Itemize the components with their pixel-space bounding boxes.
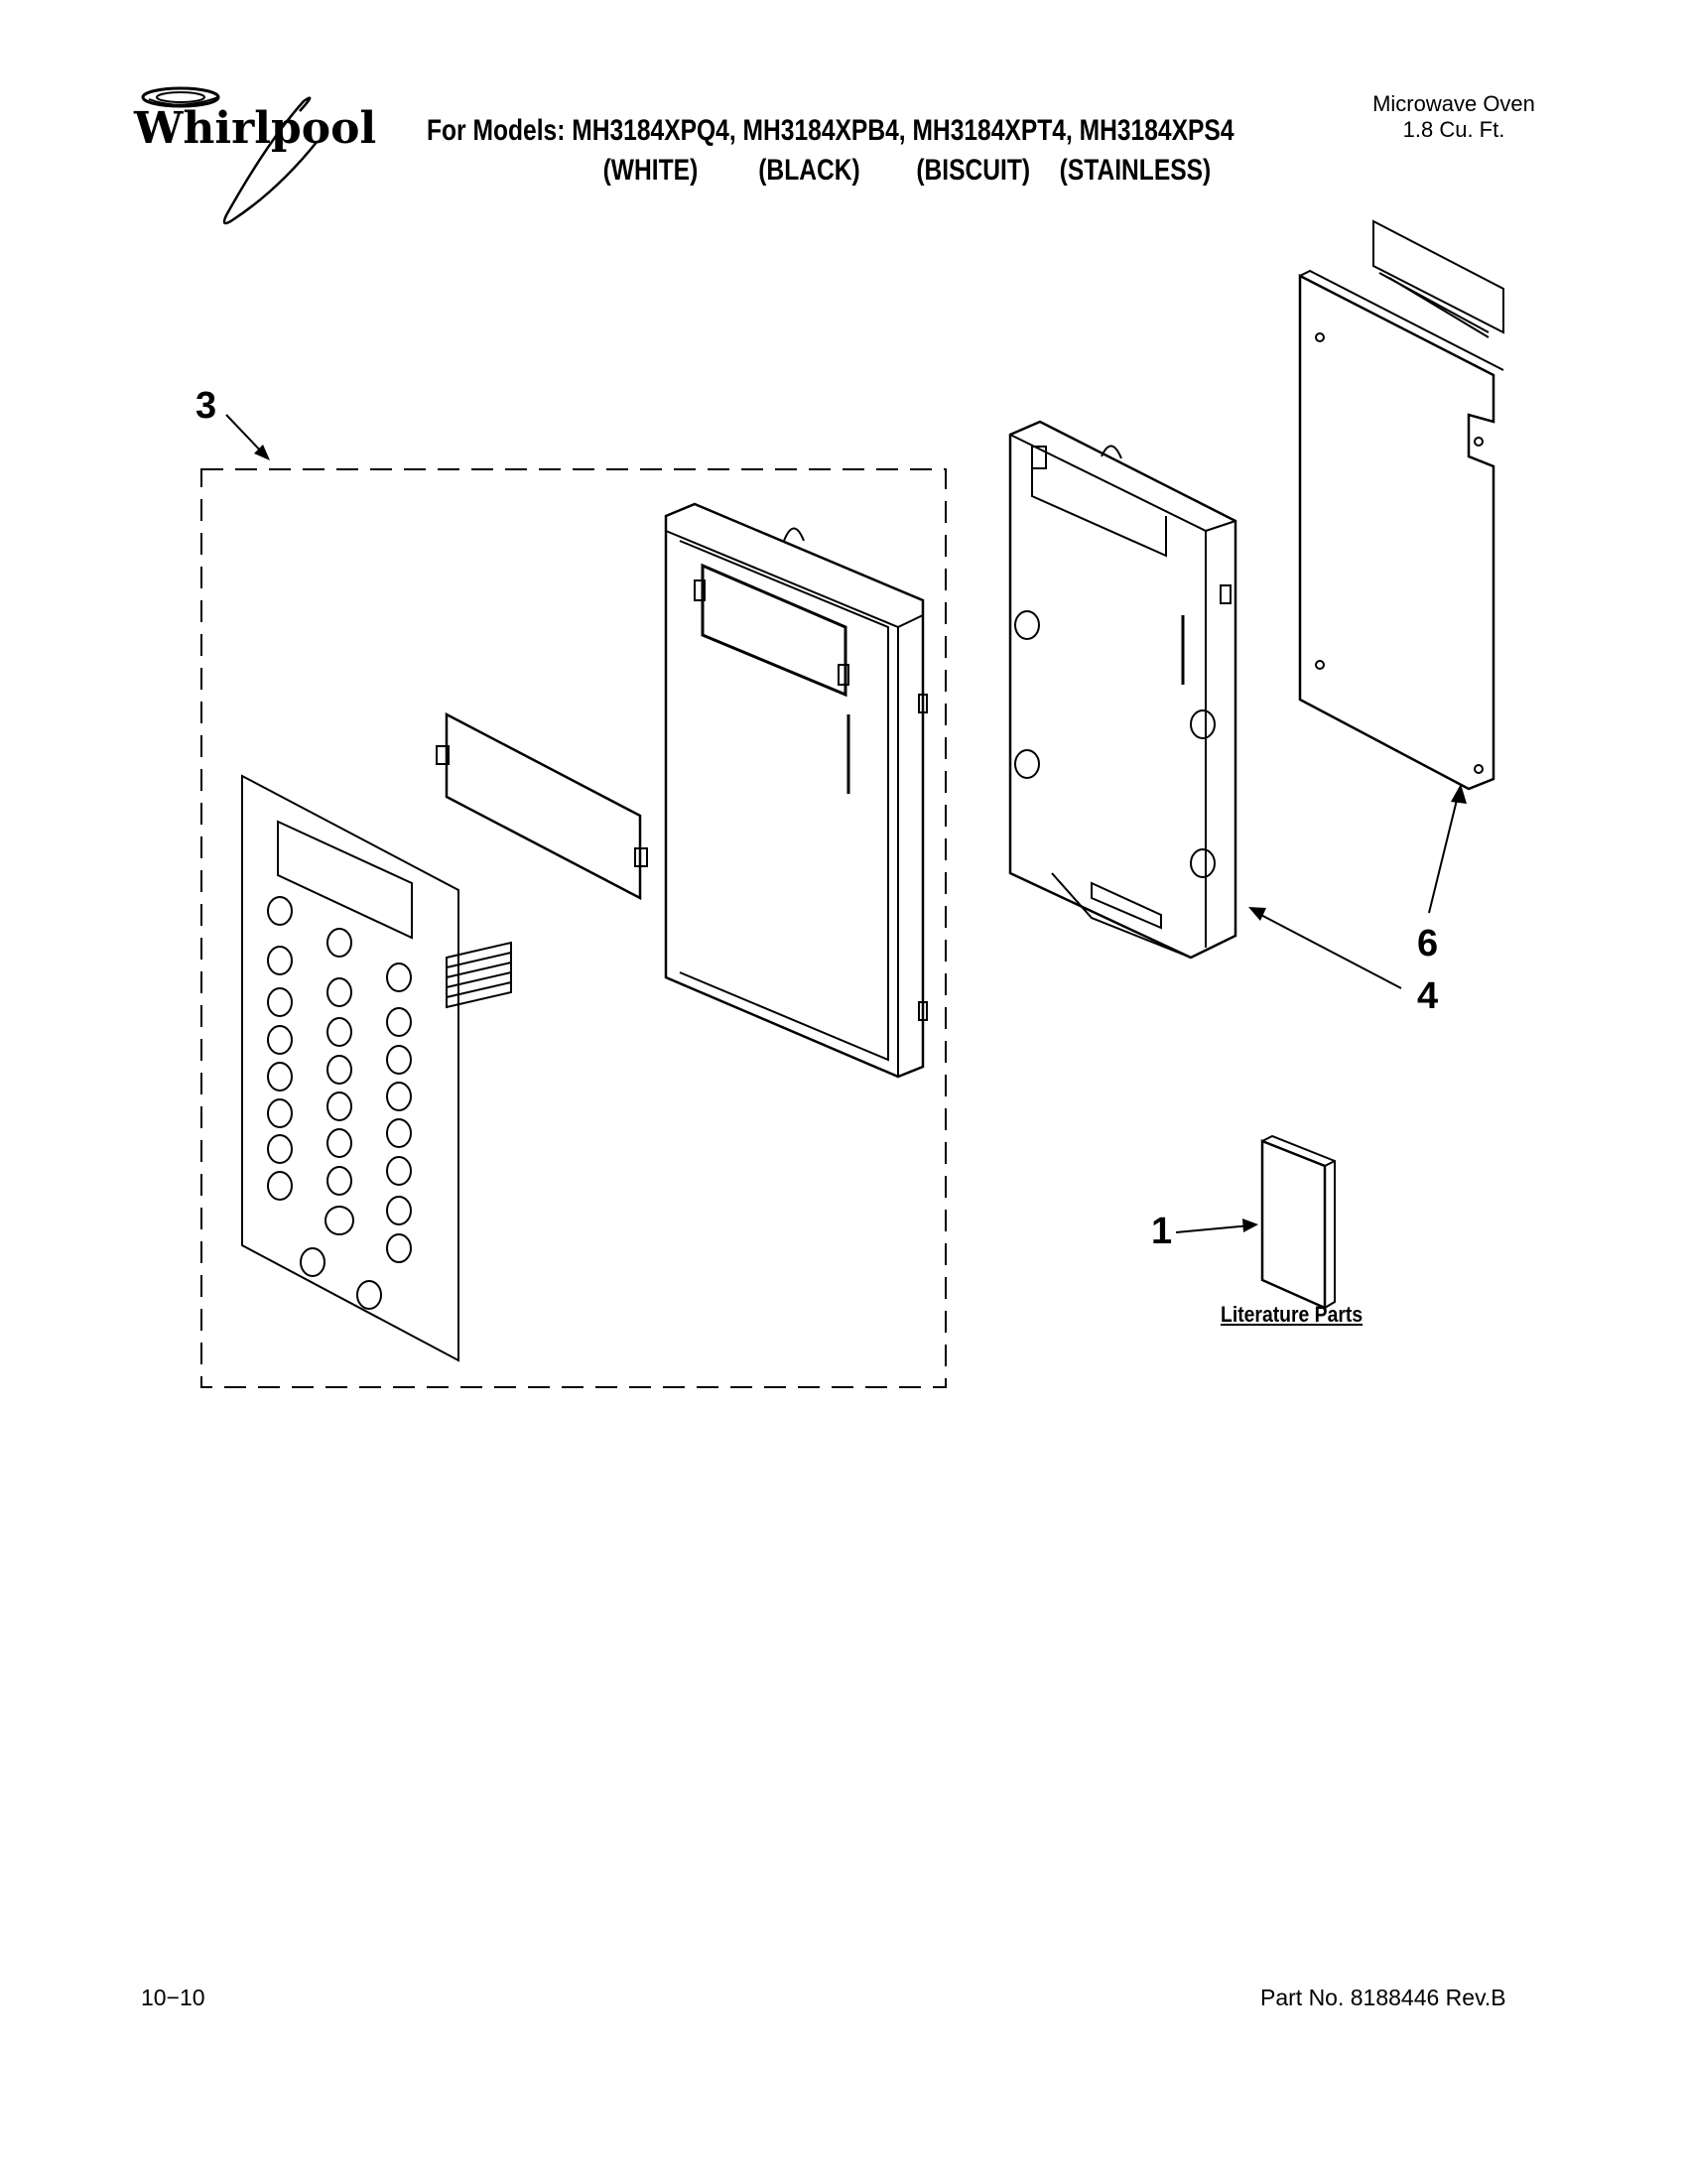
part-number: Part No. 8188446 Rev.B (1260, 1985, 1506, 2010)
models-list: MH3184XPQ4, MH3184XPB4, MH3184XPT4, MH31… (572, 114, 1234, 147)
display-lens (436, 711, 648, 901)
product-capacity: 1.8 Cu. Ft. (1402, 117, 1505, 142)
control-board (1298, 219, 1504, 791)
literature-booklet (1260, 1134, 1336, 1310)
whirlpool-logo: Whirlpool (133, 86, 376, 225)
literature-parts-label: Literature Parts (1221, 1302, 1363, 1327)
control-bracket (1008, 420, 1237, 960)
revision-date: 10−10 (141, 1985, 205, 2010)
color-white: (WHITE) (602, 154, 699, 187)
callout-1: 1 (1151, 1211, 1173, 1252)
models-line: For Models: MH3184XPQ4, MH3184XPB4, MH31… (427, 114, 1234, 148)
assembly-3-outline (200, 468, 947, 1388)
control-panel-frame (664, 502, 928, 1079)
color-black: (BLACK) (758, 154, 860, 187)
callout-3: 3 (195, 385, 217, 427)
color-biscuit: (BISCUIT) (916, 154, 1031, 187)
callout-4: 4 (1417, 975, 1439, 1017)
color-stainless: (STAINLESS) (1059, 154, 1212, 187)
keypad-membrane (241, 774, 512, 1362)
models-prefix: For Models: (427, 114, 566, 147)
product-type: Microwave Oven (1372, 91, 1535, 116)
product-description: Microwave Oven 1.8 Cu. Ft. (1290, 91, 1618, 143)
svg-text:Whirlpool: Whirlpool (133, 103, 376, 154)
callout-6: 6 (1417, 923, 1439, 964)
